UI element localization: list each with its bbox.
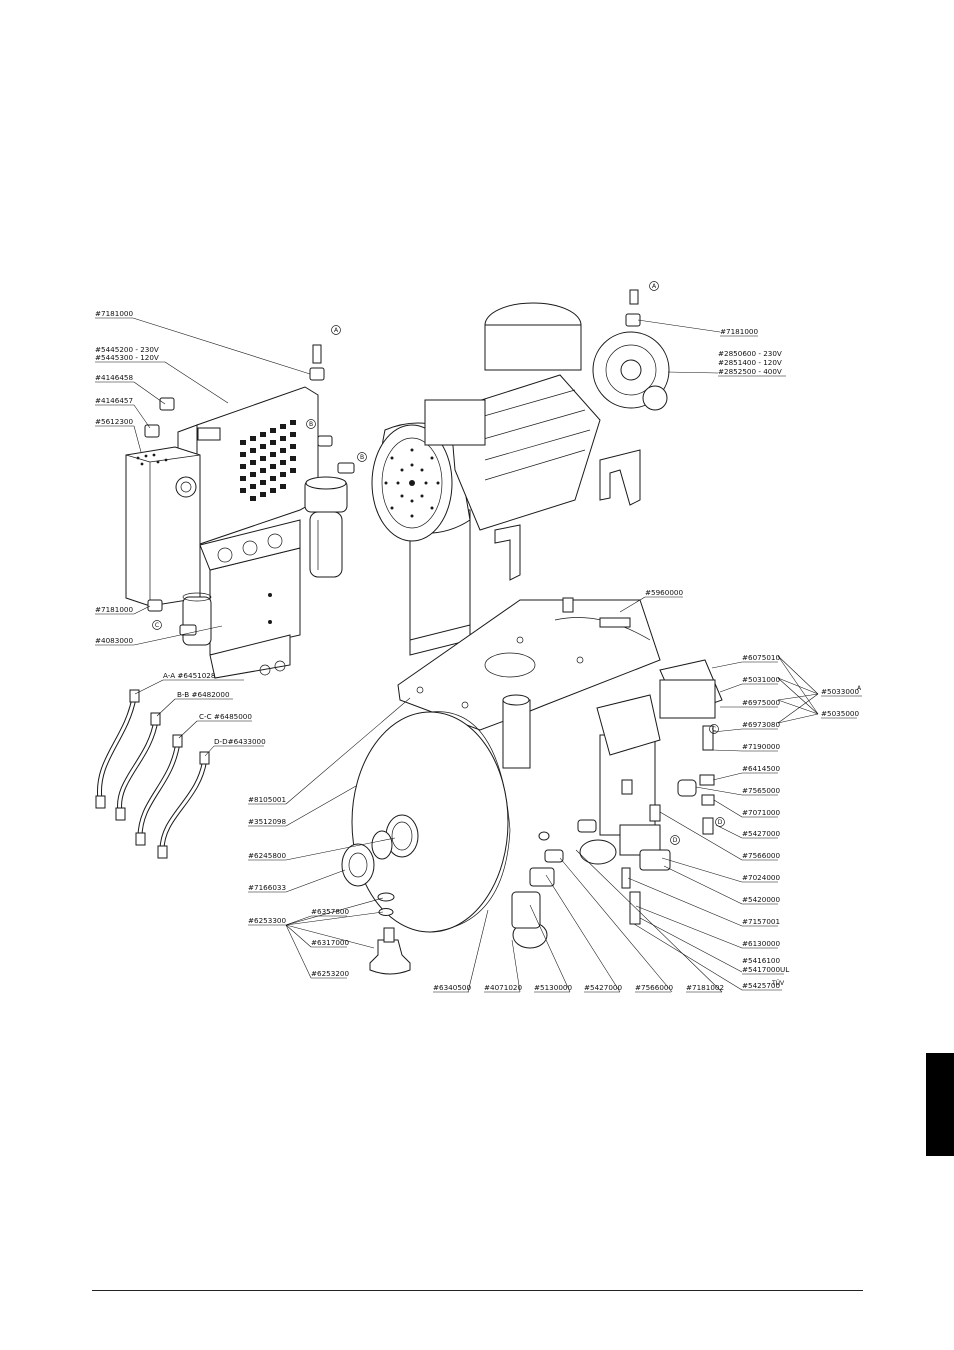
label-5033000: #5033000 (821, 687, 859, 696)
dryer-unit-drawing (125, 344, 355, 679)
label-5960000: #5960000 (645, 588, 683, 597)
label-6075010: #6075010 (742, 653, 780, 662)
part-labels-bottom: #6340500 #4071020 #5130000 #5427000 #756… (433, 983, 724, 993)
label-5420000: #5420000 (742, 895, 780, 904)
label-7181000-top-right: #7181000 (720, 327, 758, 336)
label-7565000: #7565000 (742, 786, 780, 795)
hose-set-drawing (95, 689, 210, 859)
label-5416100: #5416100 (742, 956, 780, 965)
label-4083000: #4083000 (95, 636, 133, 645)
connector-letter-a-right: A (652, 283, 657, 290)
label-5612300: #5612300 (95, 417, 133, 426)
label-7566000-bottom: #7566000 (635, 983, 673, 992)
section-tab-marker (926, 1053, 954, 1156)
connector-letter-a-left: A (334, 327, 339, 334)
label-5031000: #5031000 (742, 675, 780, 684)
label-5033000-superscript: A (857, 685, 862, 692)
label-hose-a-a: A-A #6451028 (163, 671, 216, 680)
label-7157001: #7157001 (742, 917, 780, 926)
connector-letter-d-right: D (718, 819, 723, 826)
label-5130000: #5130000 (534, 983, 572, 992)
connector-markers: A B B C A C D D (152, 281, 725, 845)
label-3512098: #3512098 (248, 817, 286, 826)
connector-letter-b-lower: B (360, 454, 364, 461)
label-7024000: #7024000 (742, 873, 780, 882)
part-labels-top-right: #7181000 #2850600 - 230V #2851400 - 120V… (645, 327, 786, 598)
label-7166033: #7166033 (248, 883, 286, 892)
label-5427000-bottom: #5427000 (584, 983, 622, 992)
label-4146457: #4146457 (95, 396, 133, 405)
label-5427000-right: #5427000 (742, 829, 780, 838)
label-5417000ul: #5417000UL (742, 965, 789, 974)
leader-lines (132, 317, 819, 993)
footer-rule (92, 1290, 863, 1291)
label-5425700: #5425700 (742, 981, 780, 990)
label-7181000-mid-left: #7181000 (95, 605, 133, 614)
part-labels-bottom-left: #8105001 #3512098 #6245800 #7166033 #625… (248, 795, 349, 979)
label-6245800: #6245800 (248, 851, 286, 860)
label-8105001: #8105001 (248, 795, 286, 804)
label-7181000-top-left: #7181000 (95, 309, 133, 318)
label-6357800: #6357800 (311, 907, 349, 916)
label-7071000: #7071000 (742, 808, 780, 817)
part-labels-right: #6075010 #5031000 #6975000 #6973080 #503… (742, 653, 862, 991)
label-6317000: #6317000 (311, 938, 349, 947)
motor-fan-dots (384, 448, 440, 518)
label-5445200-230v: #5445200 - 230V (95, 345, 159, 354)
label-6340500: #6340500 (433, 983, 471, 992)
label-5035000: #5035000 (821, 709, 859, 718)
connector-letter-b-upper: B (309, 421, 313, 428)
dryer-vent-grid (240, 420, 296, 501)
label-6253200: #6253200 (311, 969, 349, 978)
label-5445300-120v: #5445300 - 120V (95, 353, 159, 362)
label-7190000: #7190000 (742, 742, 780, 751)
connector-letter-c-right: C (712, 726, 716, 733)
connector-letter-c-left: C (155, 622, 159, 629)
label-5425700-superscript: TÜV (771, 980, 785, 987)
label-4071020: #4071020 (484, 983, 522, 992)
label-7566000-right: #7566000 (742, 851, 780, 860)
label-6414500: #6414500 (742, 764, 780, 773)
connector-letter-d-left: D (673, 837, 678, 844)
label-2852500-400v: #2852500 - 400V (718, 367, 782, 376)
label-hose-d-d: D-D#6433000 (214, 737, 266, 746)
part-labels-left: #7181000 #5445200 - 230V #5445300 - 120V… (95, 309, 266, 747)
compressor-motor-drawing (371, 289, 670, 656)
label-6253300: #6253300 (248, 916, 286, 925)
tank-assembly-drawing (341, 597, 723, 975)
label-6973080: #6973080 (742, 720, 780, 729)
label-2851400-120v: #2851400 - 120V (718, 358, 782, 367)
label-hose-b-b: B-B #6482000 (177, 690, 230, 699)
label-6130000: #6130000 (742, 939, 780, 948)
label-6975000: #6975000 (742, 698, 780, 707)
label-4146458: #4146458 (95, 373, 133, 382)
label-hose-c-c: C-C #6485000 (199, 712, 252, 721)
label-2850600-230v: #2850600 - 230V (718, 349, 782, 358)
label-7181002: #7181002 (686, 983, 724, 992)
